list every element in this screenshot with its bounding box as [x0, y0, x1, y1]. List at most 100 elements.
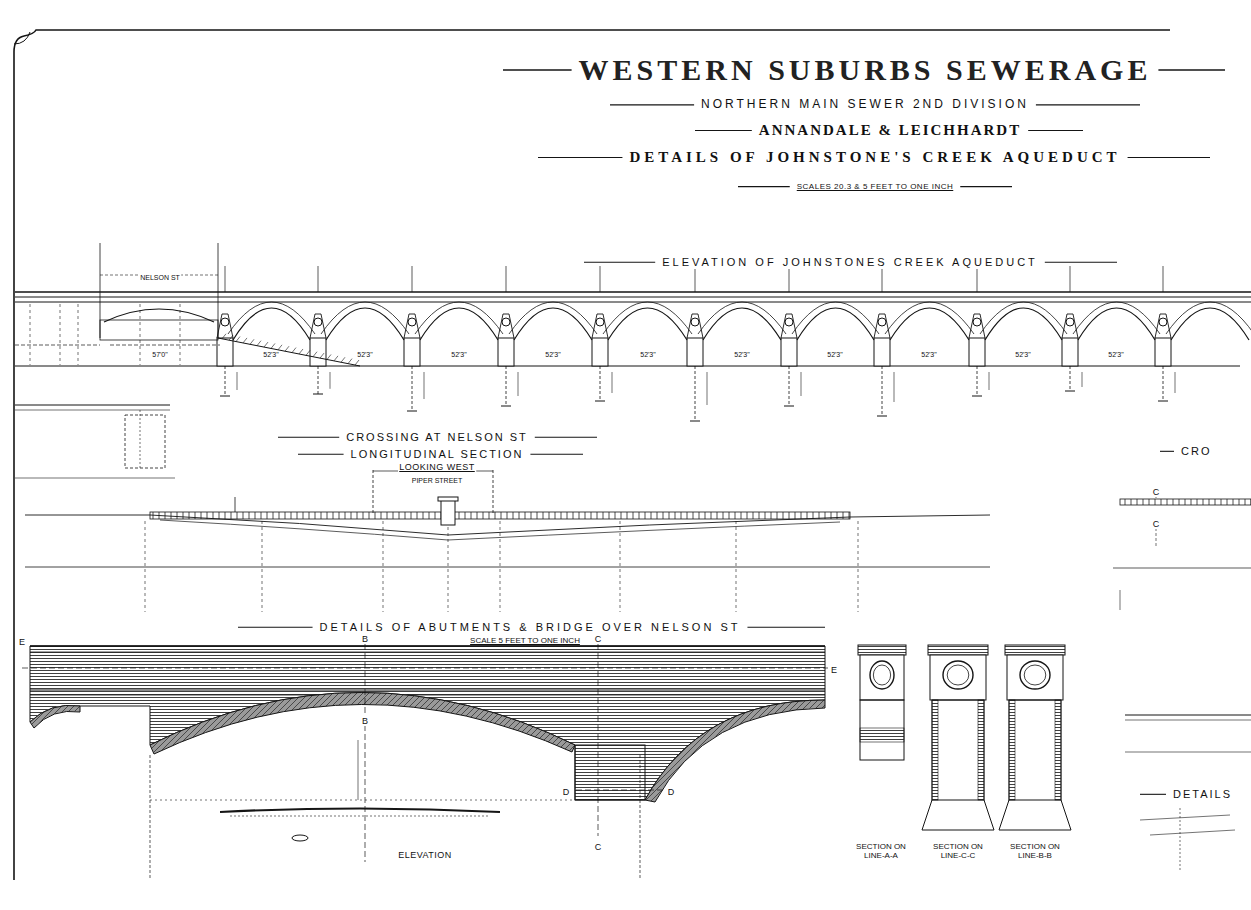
arch-intrados [326, 308, 404, 340]
title-holder: WESTERN SUBURBS SEWERAGE [578, 53, 1153, 88]
sewer-barrel [1020, 661, 1050, 689]
label-holder: ELEVATION OF JOHNSTONES CREEK AQUEDUCT [661, 252, 1039, 270]
drawing-line [15, 405, 170, 406]
arch-intrados [1078, 308, 1155, 340]
ground-line [15, 345, 220, 346]
drawing-label: 52'3" [826, 351, 844, 359]
leader-line [894, 372, 895, 402]
label-holder: C [1152, 513, 1161, 531]
foundation-mark [220, 396, 230, 397]
drawing-label: 52'3" [1014, 351, 1032, 359]
embankment-hatch [320, 353, 324, 358]
section-coping [858, 645, 906, 655]
label-holder: D [667, 781, 676, 799]
section-band [860, 728, 904, 742]
foundation-mark [501, 406, 511, 407]
pier-pilaster [687, 314, 703, 338]
embankment-hatch [313, 352, 317, 357]
heading-rule [238, 627, 313, 628]
label-holder: SCALES 20.3 & 5 FEET TO ONE INCH [796, 175, 955, 193]
pier-medallion [596, 318, 604, 326]
arch-intrados [420, 308, 498, 340]
pier-medallion [1066, 318, 1074, 326]
pier-centre-line [600, 266, 601, 292]
detail-line [1125, 715, 1251, 716]
detail-line [1125, 720, 1251, 721]
embankment-hatch [271, 343, 275, 348]
section-line [145, 521, 146, 612]
ventilating-shaft [441, 500, 455, 525]
pier [404, 338, 420, 366]
label-holder: 52'3" [356, 343, 374, 361]
section-line [620, 521, 621, 612]
arch-extrados [792, 302, 879, 334]
heading-text: ANNANDALE & LEICHHARDT [758, 122, 1022, 139]
heading-text: SCALES 20.3 & 5 FEET TO ONE INCH [796, 182, 955, 191]
drawing-label: SCALE 5 FEET TO ONE INCH [469, 636, 581, 645]
dimension-line [358, 740, 359, 800]
foundation-line [225, 366, 226, 396]
section-pier [932, 700, 984, 800]
label-holder: NELSON ST [139, 266, 181, 284]
datum-line [25, 567, 990, 568]
leader-line [1175, 372, 1176, 393]
pier-pilaster [498, 314, 514, 338]
bracket-line [373, 471, 398, 472]
deck-line [15, 291, 1251, 293]
foundation-mark [595, 401, 605, 402]
leader-line [235, 497, 236, 512]
pier [592, 338, 608, 366]
drawing-title: WESTERN SUBURBS SEWERAGE [578, 53, 1153, 88]
embankment-hatch [306, 350, 310, 355]
pier-medallion [785, 318, 793, 326]
deck-line [15, 302, 1251, 303]
arch-intrados [1171, 308, 1249, 340]
label-holder: E [18, 631, 26, 649]
foundation-line [318, 366, 319, 394]
section-pier [1009, 700, 1061, 800]
sewer-barrel [870, 661, 894, 689]
pier-centre-line [318, 266, 319, 292]
label-holder: C [594, 836, 603, 854]
coping-line [30, 645, 825, 647]
coping-line [30, 652, 825, 653]
section-line [500, 521, 501, 612]
heading-rule [538, 157, 622, 158]
pier-medallion [408, 318, 416, 326]
aqueduct-elevation [15, 243, 1251, 421]
drawing-label: 52'3" [920, 351, 938, 359]
sewer-barrel [943, 661, 973, 689]
label-holder: ANNANDALE & LEICHHARDT [758, 121, 1022, 139]
drawing-label: 52'3" [733, 351, 751, 359]
pier-centre-line [1070, 266, 1071, 292]
drain-mark [292, 835, 308, 841]
leader-line [330, 372, 331, 389]
dimension-line [150, 800, 575, 801]
section-footing [999, 800, 1071, 830]
embankment-hatch [341, 357, 345, 362]
heading-rule [1128, 157, 1210, 158]
leader-line [612, 372, 613, 393]
label-holder: C [1152, 481, 1161, 499]
drawing-label: C [1152, 487, 1161, 497]
inset-box [125, 415, 165, 468]
pier-pilaster [1155, 314, 1171, 338]
section-line [576, 790, 664, 791]
dimension-line [1120, 590, 1121, 610]
leader-line [424, 372, 425, 399]
drawing-line [15, 410, 170, 411]
label-holder: CRO [1180, 441, 1212, 459]
arch-ring [30, 705, 80, 728]
label-holder: E [830, 659, 838, 677]
foundation-line [695, 366, 696, 421]
section-line [262, 521, 263, 612]
drawing-label: B [361, 634, 369, 644]
heading-rule [738, 186, 790, 187]
heading-text: NORTHERN MAIN SEWER 2ND DIVISION [700, 98, 1030, 112]
leader-line [707, 372, 708, 405]
label-holder: 57'0" [151, 343, 169, 361]
pier [969, 338, 985, 366]
label-holder: SECTION ON LINE-A-A [851, 842, 911, 862]
section-wall [860, 700, 904, 760]
